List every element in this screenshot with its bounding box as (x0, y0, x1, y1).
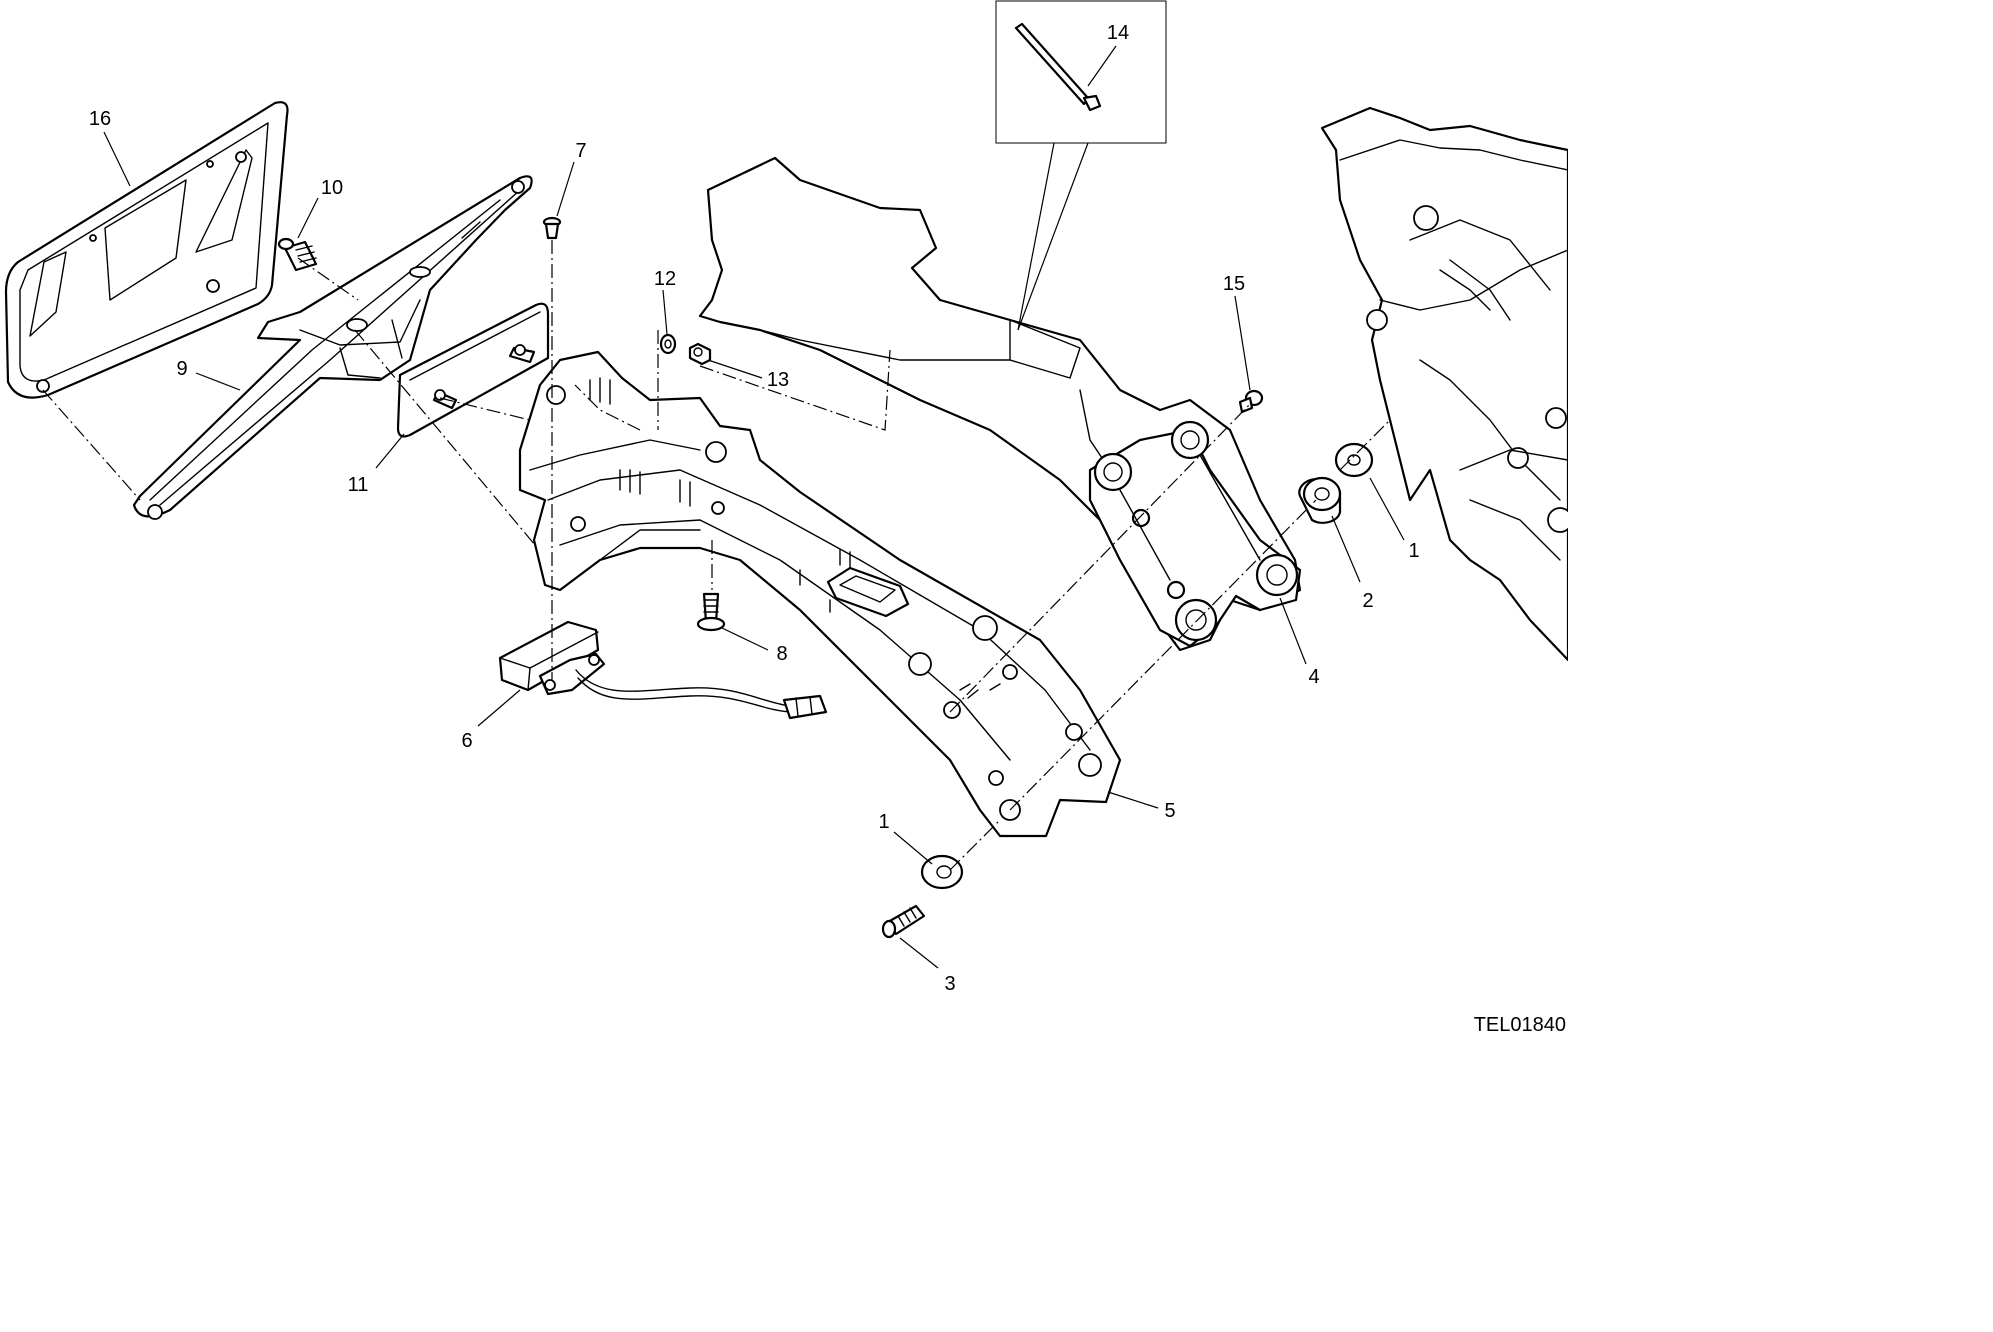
cable-tie-inset (995, 0, 1167, 144)
callout-labels: 16 10 9 11 7 12 13 14 15 8 6 1 2 4 1 5 3 (89, 22, 1420, 995)
callout-12: 12 (654, 268, 676, 290)
screw-3-part (881, 904, 926, 939)
callout-5: 5 (1164, 800, 1175, 822)
screw-15-part (1238, 389, 1264, 414)
plate-light-part (498, 620, 828, 720)
reflector-part (396, 302, 550, 438)
callout-6: 6 (461, 730, 472, 752)
callout-13: 13 (767, 369, 789, 391)
assembly-axes (42, 240, 1391, 871)
callout-9: 9 (176, 358, 187, 380)
screw-7-part (542, 216, 562, 240)
frame-background-part (1320, 106, 1568, 662)
callout-2: 2 (1362, 590, 1373, 612)
license-plate-part (4, 101, 289, 399)
callout-8: 8 (776, 643, 787, 665)
screw-10-part (277, 237, 318, 272)
screw-8-part (696, 592, 726, 632)
callout-1b: 1 (878, 811, 889, 833)
callout-10: 10 (321, 177, 343, 199)
grommet-2-part (1298, 476, 1342, 524)
callout-14: 14 (1107, 22, 1129, 44)
callout-4: 4 (1308, 666, 1319, 688)
leader-lines (103, 45, 1405, 969)
callout-1a: 1 (1408, 540, 1419, 562)
callout-3: 3 (944, 973, 955, 995)
damper-link-part (1088, 420, 1302, 648)
callout-15: 15 (1223, 273, 1245, 295)
drawing-code: TEL01840 (1474, 1014, 1566, 1036)
callout-16: 16 (89, 108, 111, 130)
rubber-washer-1-part (1334, 442, 1374, 478)
callout-11: 11 (348, 474, 369, 496)
washer-12-part (659, 333, 677, 355)
exploded-parts-diagram: 16 10 9 11 7 12 13 14 15 8 6 1 2 4 1 5 3… (4, 0, 1568, 1036)
nut-13-part (688, 342, 712, 366)
plate-holder-bracket-part (132, 175, 533, 520)
callout-7: 7 (575, 140, 586, 162)
